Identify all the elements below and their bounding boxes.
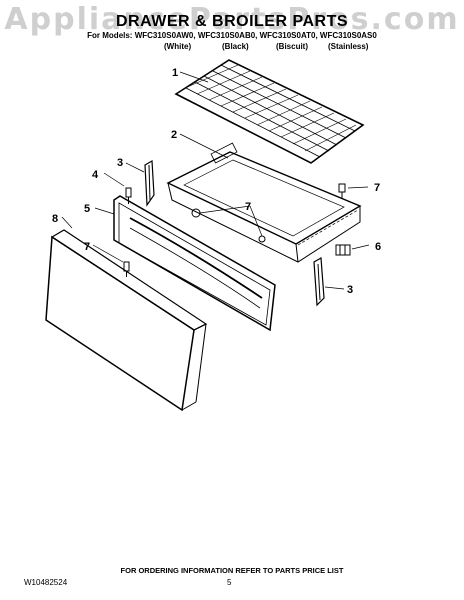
callout-7-right: 7 <box>374 182 380 194</box>
callout-1: 1 <box>172 67 178 79</box>
callout-4: 4 <box>92 169 99 181</box>
models-line: For Models: WFC310S0AW0, WFC310S0AB0, WF… <box>87 31 377 40</box>
callout-2: 2 <box>171 129 177 141</box>
callout-7-panel: 7 <box>84 241 90 253</box>
callout-3-left: 3 <box>117 157 123 169</box>
drawer-front <box>113 195 276 332</box>
outer-panel <box>45 229 208 412</box>
color-variants: (White) (Black) (Biscuit) (Stainless) <box>0 42 464 54</box>
callout-3-right: 3 <box>347 284 353 296</box>
color-white: (White) <box>164 42 192 51</box>
color-black: (Black) <box>222 42 249 51</box>
page-number: 5 <box>227 578 232 587</box>
drawer-bracket <box>335 244 351 256</box>
screw-right <box>338 183 346 198</box>
drawer-body <box>166 142 362 263</box>
drawer-slide-left <box>144 159 155 207</box>
callout-7-inner: 7 <box>245 201 251 213</box>
leader-lines <box>61 71 370 290</box>
page-title: DRAWER & BROILER PARTS <box>115 13 349 30</box>
callout-6: 6 <box>375 241 381 253</box>
watermark-text: AppliancePartsPros.com <box>4 2 460 37</box>
color-biscuit: (Biscuit) <box>276 42 308 51</box>
callout-8: 8 <box>52 213 58 225</box>
callout-5: 5 <box>84 203 90 215</box>
ordering-info: FOR ORDERING INFORMATION REFER TO PARTS … <box>120 566 344 575</box>
drawer-slide-right <box>313 257 325 307</box>
color-stainless: (Stainless) <box>328 42 369 51</box>
broiler-rack <box>174 59 365 164</box>
document-number: W10482524 <box>24 578 68 587</box>
